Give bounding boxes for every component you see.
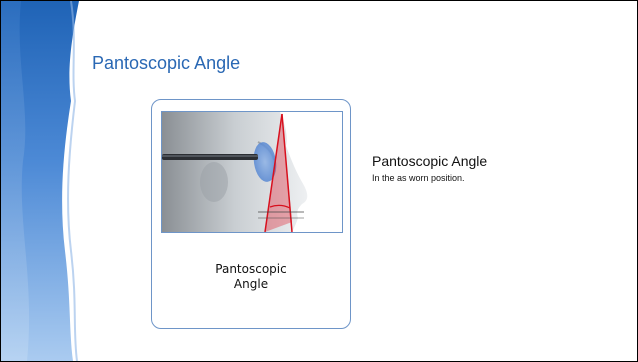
slide-title: Pantoscopic Angle xyxy=(92,53,240,74)
figure-card: Pantoscopic Angle xyxy=(151,99,351,329)
figure-caption: Pantoscopic Angle xyxy=(152,262,350,292)
decorative-band xyxy=(1,1,91,361)
face-profile-illustration xyxy=(161,111,343,233)
description-text: In the as worn position. xyxy=(372,173,465,183)
description-heading: Pantoscopic Angle xyxy=(372,153,487,169)
figure-caption-line2: Angle xyxy=(152,277,350,292)
figure-caption-line1: Pantoscopic xyxy=(152,262,350,277)
pantoscopic-angle-diagram xyxy=(162,112,342,232)
